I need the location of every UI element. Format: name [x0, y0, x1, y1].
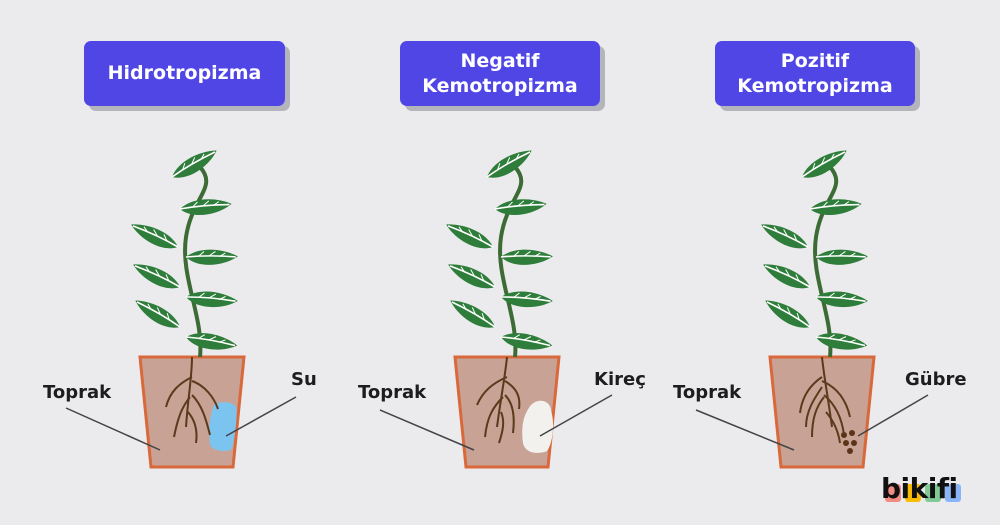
title-line: Negatif [460, 49, 540, 72]
title-hidrotropizma: Hidrotropizma [84, 41, 285, 106]
plant-panel-1 [127, 148, 246, 469]
pot [768, 355, 876, 469]
pointer-lines [65, 394, 929, 451]
roots [799, 356, 851, 444]
label-gubre: Gübre [905, 369, 967, 390]
title-line: Kemotropizma [422, 74, 578, 97]
title-negatif-kemotropizma: Negatif Kemotropizma [400, 41, 600, 106]
label-toprak-2: Toprak [358, 382, 427, 403]
title-pozitif-kemotropizma: Pozitif Kemotropizma [715, 41, 915, 106]
title-line: Hidrotropizma [107, 62, 262, 84]
label-toprak-3: Toprak [673, 382, 742, 403]
bikifi-logo: bikifi [881, 474, 971, 504]
logo-text: bikifi [881, 472, 958, 505]
title-line: Pozitif [780, 49, 850, 72]
plant-panel-2 [442, 148, 561, 469]
label-toprak-1: Toprak [43, 382, 112, 403]
fertilizer-granules [841, 430, 857, 454]
label-kirec: Kireç [594, 369, 646, 390]
roots [476, 356, 521, 444]
label-su: Su [291, 369, 317, 390]
lime-patch [522, 400, 554, 453]
plant-panel-3 [757, 148, 876, 469]
roots [165, 356, 219, 444]
title-line: Kemotropizma [737, 74, 893, 97]
water-patch [209, 402, 237, 452]
